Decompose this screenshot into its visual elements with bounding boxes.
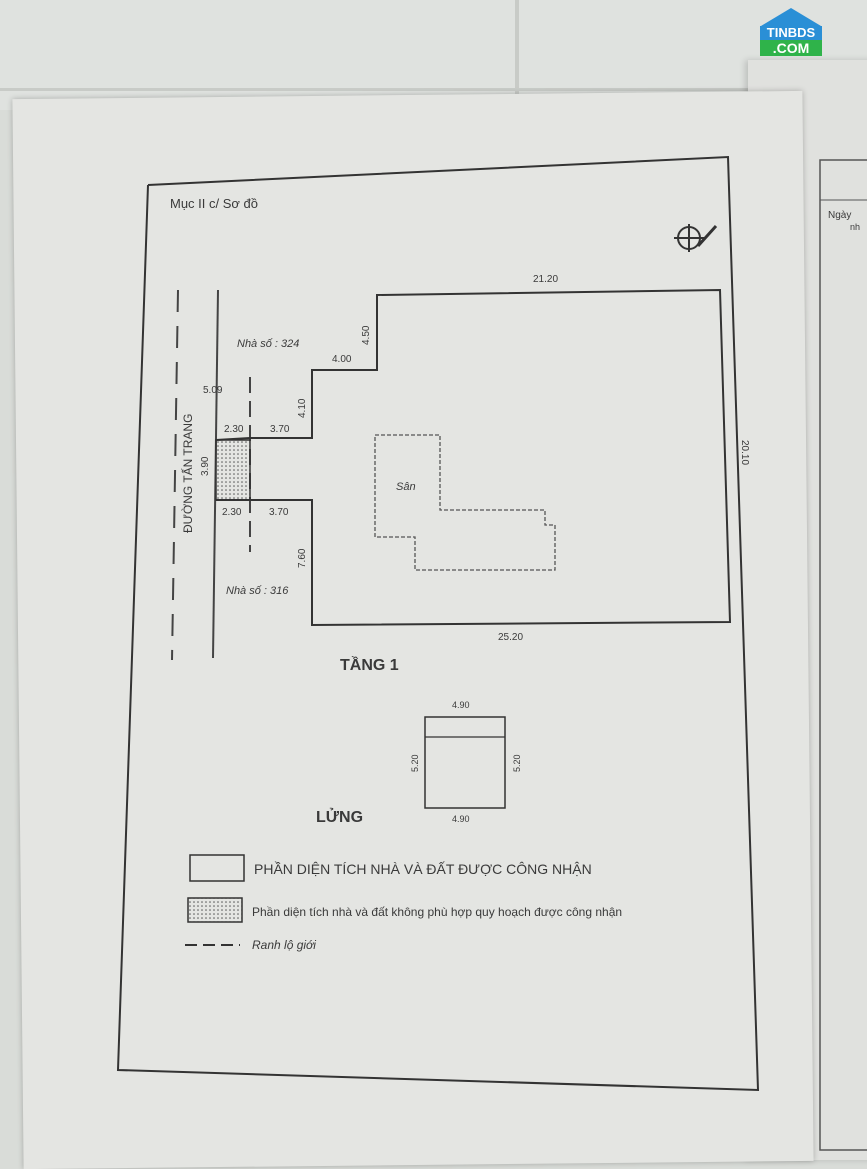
lot-outline [216,288,732,627]
mezz-dim-left: 5.20 [410,754,420,772]
dim-front-bottom: 3.70 [269,507,289,518]
dim-top: 21.20 [533,274,558,285]
dim-right: 20.10 [739,440,750,465]
dim-front-top: 3.70 [270,424,290,435]
logo-text: TINBDS [760,26,822,40]
dim-frontage: 3.90 [200,456,211,476]
north-arrow-icon [674,224,718,252]
watermark-logo: TINBDS .COM [760,8,822,62]
dim-step-top-width: 4.00 [332,354,352,365]
mezzanine-title: LỬNG [316,807,363,826]
legend-empty-box [189,854,245,882]
right-page-label: Ngày [828,210,851,221]
legend-item-boundary: Ranh lộ giới [252,938,316,952]
floor1-title: TẦNG 1 [340,655,399,674]
mezz-dim-top: 4.90 [452,700,470,710]
mezz-dim-bottom: 4.90 [452,814,470,824]
mezz-dim-right: 5.20 [512,754,522,772]
right-page-frame [819,159,867,1151]
logo-domain: .COM [760,40,822,56]
right-page-label2: nh [850,222,860,232]
non-compliant-area [215,439,251,501]
mezzanine-outline [424,716,506,809]
dim-step-bottom-height: 7.60 [297,548,308,568]
dim-road-width: 5.09 [203,385,223,396]
street-name: ĐƯỜNG TẤN TRANG [180,414,195,533]
legend-item-recognized: PHẦN DIỆN TÍCH NHÀ VÀ ĐẤT ĐƯỢC CÔNG NHẬN [254,861,592,877]
yard-label: Sân [396,481,416,493]
drawing-frame [116,155,760,1092]
neighbor-bottom: Nhà số : 316 [226,585,289,597]
dim-setback-top: 2.30 [224,424,244,435]
dim-setback-bottom: 2.30 [222,507,242,518]
road-boundary-line [171,289,179,661]
dim-step-top-height: 4.50 [361,325,372,345]
yard-outline [374,434,556,571]
dim-bottom: 25.20 [498,632,523,643]
legend-dotted-box [187,897,243,923]
section-title: Mục II c/ Sơ đồ [170,196,258,211]
legend-item-noncompliant: Phần diện tích nhà và đất không phù hợp … [252,905,622,919]
neighbor-top: Nhà số : 324 [237,338,299,350]
dim-step-mid-height: 4.10 [297,398,308,418]
house-icon [761,8,821,26]
